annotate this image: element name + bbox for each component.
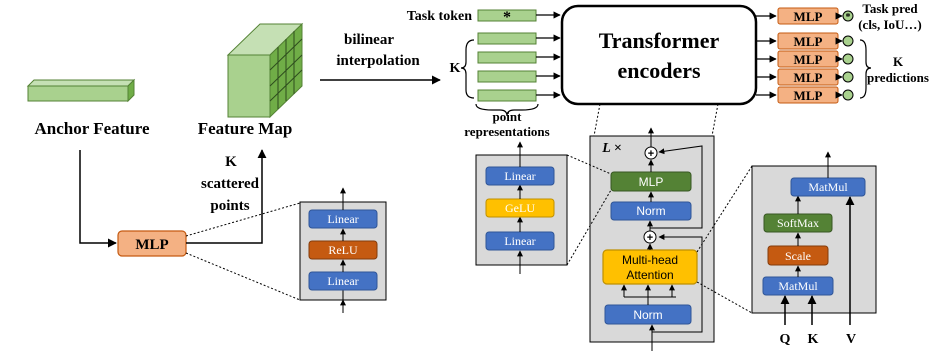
task-pred-line1: Task pred: [862, 1, 918, 16]
svg-text:MLP: MLP: [794, 9, 823, 24]
feature-map-label: Feature Map: [198, 119, 293, 138]
svg-text:SoftMax: SoftMax: [777, 216, 819, 230]
k-pred-line1: K: [893, 54, 904, 69]
left-zoom-line-bottom: [185, 252, 301, 301]
task-token-label: Task token: [407, 9, 472, 24]
mlp-zoom-line-bottom: [566, 189, 612, 266]
svg-text:*: *: [846, 12, 851, 23]
transformer-line1: Transformer: [599, 28, 720, 53]
k-points-label: K: [450, 61, 461, 76]
svg-text:Norm: Norm: [636, 204, 665, 218]
k-pred-brace: [859, 39, 872, 99]
task-pred-node: [842, 10, 854, 22]
svg-text:MatMul: MatMul: [778, 279, 818, 293]
point-token-bar: [477, 89, 537, 102]
encoder-zoom-line-left: [593, 103, 601, 137]
svg-text:MatMul: MatMul: [808, 180, 848, 194]
svg-text:Linear: Linear: [327, 274, 358, 288]
k-scattered-line1: K: [225, 154, 237, 170]
svg-text:MLP: MLP: [639, 175, 664, 189]
point-repr-line2: representations: [464, 124, 549, 139]
point-token-bar: [477, 70, 537, 83]
k-points-brace: [460, 39, 475, 99]
svg-text:+: +: [647, 232, 653, 244]
k-scattered-line3: points: [210, 198, 249, 214]
mlp-to-featuremap-arrow: [186, 149, 267, 244]
point-token-bar: [477, 51, 537, 64]
k-scattered-line2: scattered: [201, 176, 260, 192]
svg-text:Scale: Scale: [785, 249, 811, 263]
encoder-zoom-line-right: [711, 103, 719, 137]
residual-mlp: [650, 145, 703, 229]
transformer-line2: encoders: [617, 58, 701, 83]
k-label: K: [808, 332, 819, 347]
prediction-node: [842, 71, 854, 83]
svg-text:GeLU: GeLU: [505, 201, 535, 215]
v-label: V: [846, 332, 856, 347]
svg-text:Linear: Linear: [327, 212, 358, 226]
anchor-feature-bar: [26, 78, 136, 103]
transformer-encoders-box: [560, 4, 758, 106]
k-pred-line2: predictions: [867, 70, 929, 85]
svg-text:ReLU: ReLU: [328, 243, 358, 257]
task-pred-line2: (cls, IoU…): [858, 17, 922, 32]
point-token-bars: [477, 32, 561, 102]
svg-text:+: +: [648, 148, 654, 160]
feature-map-cube: [226, 22, 304, 119]
left-mlp-label: MLP: [135, 237, 168, 253]
attention-zoom-line-bottom: [696, 281, 753, 314]
encoder-repeat-label: L ×: [601, 141, 622, 156]
svg-text:MLP: MLP: [794, 88, 823, 103]
svg-text:MLP: MLP: [794, 52, 823, 67]
attention-zoom-line-top: [696, 165, 753, 253]
svg-text:Linear: Linear: [504, 169, 535, 183]
point-token-bar: [477, 32, 537, 45]
point-repr-line1: point: [493, 109, 523, 124]
prediction-node: [842, 89, 854, 101]
prediction-node: [842, 53, 854, 65]
output-heads: MLP * MLP MLP MLP MLP: [756, 7, 854, 104]
anchor-feature-label: Anchor Feature: [34, 119, 150, 138]
prediction-node: [842, 35, 854, 47]
svg-text:MLP: MLP: [794, 34, 823, 49]
q-label: Q: [780, 332, 791, 347]
svg-text:Norm: Norm: [633, 308, 662, 322]
task-token-star: *: [503, 9, 511, 26]
point-repr-brace: [475, 103, 539, 117]
svg-text:MLP: MLP: [794, 70, 823, 85]
svg-text:Linear: Linear: [504, 234, 535, 248]
anchor-to-mlp-arrow: [79, 150, 117, 248]
bilinear-line1: bilinear: [344, 32, 394, 48]
svg-text:Attention: Attention: [626, 268, 673, 282]
bilinear-line2: interpolation: [336, 53, 420, 69]
svg-text:Multi-head: Multi-head: [622, 253, 678, 267]
